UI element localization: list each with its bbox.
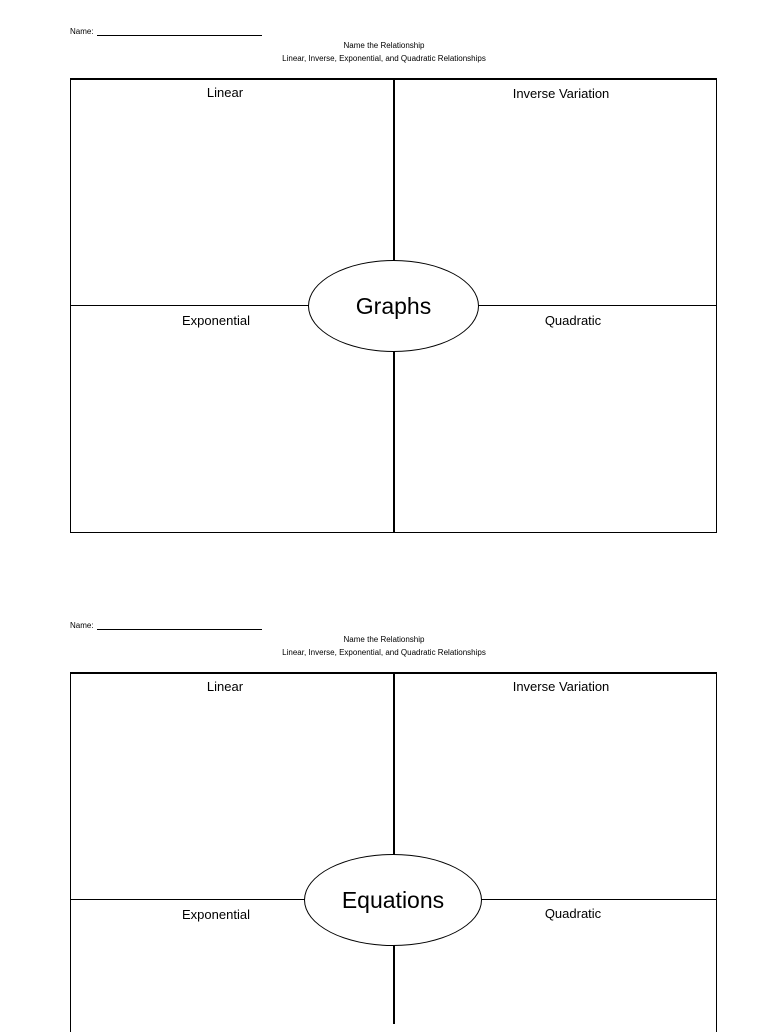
quadrant-label-exponential: Exponential <box>182 313 250 328</box>
quadrant-label-quadratic: Quadratic <box>544 313 602 328</box>
worksheet-title: Name the Relationship <box>343 41 425 50</box>
quadrant-label-inverse-variation: Inverse Variation <box>512 679 610 694</box>
worksheet-title: Name the Relationship <box>343 635 425 644</box>
worksheet-subtitle: Linear, Inverse, Exponential, and Quadra… <box>282 648 486 657</box>
worksheet-header: Name the Relationship Linear, Inverse, E… <box>0 39 768 65</box>
center-oval-equations: Equations <box>304 854 482 946</box>
quadrant-label-exponential: Exponential <box>182 907 250 922</box>
quadrant-label-quadratic: Quadratic <box>544 906 602 921</box>
name-row: Name: <box>70 27 262 36</box>
center-oval-graphs: Graphs <box>308 260 479 352</box>
worksheet-header: Name the Relationship Linear, Inverse, E… <box>0 633 768 659</box>
quadrant-label-linear: Linear <box>206 679 244 694</box>
name-input-line[interactable] <box>96 621 262 630</box>
name-label: Name: <box>70 621 94 630</box>
quadrant-label-inverse-variation: Inverse Variation <box>512 86 610 101</box>
vertical-divider <box>393 673 395 1024</box>
quadrant-label-linear: Linear <box>206 85 244 100</box>
name-label: Name: <box>70 27 94 36</box>
name-input-line[interactable] <box>96 27 262 36</box>
worksheet-subtitle: Linear, Inverse, Exponential, and Quadra… <box>282 54 486 63</box>
name-row: Name: <box>70 621 262 630</box>
